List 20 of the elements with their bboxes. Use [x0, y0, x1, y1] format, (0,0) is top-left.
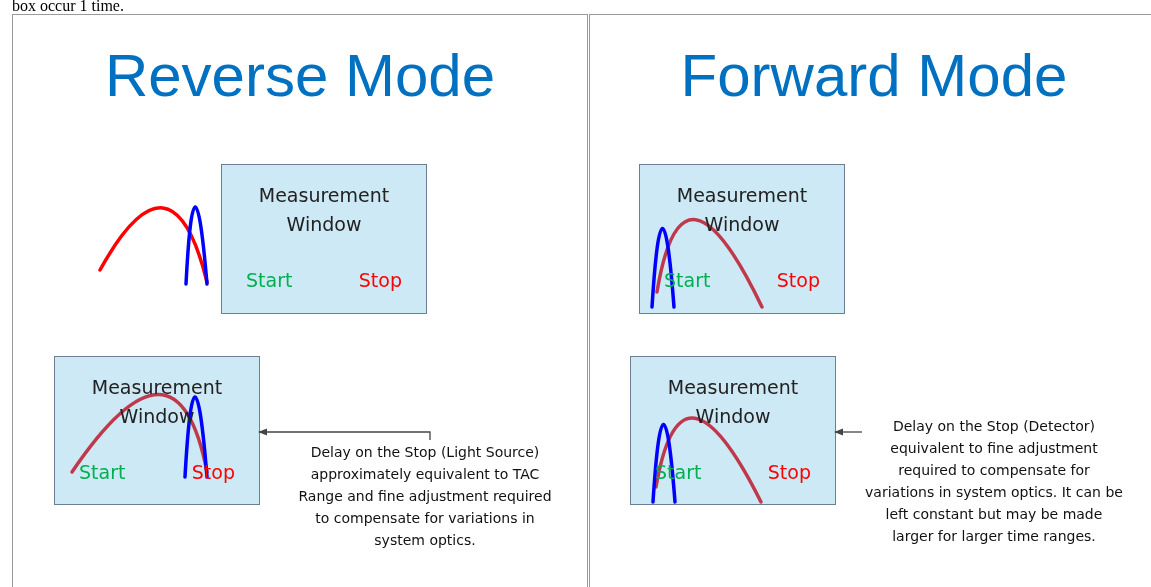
measurement-window-box — [630, 356, 836, 505]
window-heading: Measurement Window — [257, 183, 391, 237]
stop-marker-text: Stop — [776, 269, 820, 291]
window-heading: Measurement Window — [666, 375, 800, 429]
mode-title: Reverse Mode — [104, 41, 496, 110]
mode-panel — [12, 14, 588, 587]
stop-marker-text: Stop — [358, 269, 402, 291]
mode-panel — [589, 14, 1151, 587]
window-heading: Measurement Window — [675, 183, 809, 237]
measurement-window-box — [54, 356, 260, 505]
stop-marker-text: Stop — [767, 461, 811, 483]
note-text: Delay on the Stop (Light Source) approximately equivalent to TAC Range and fine adjustment required to compensate for variations in system optics. — [291, 441, 559, 556]
arrow — [834, 428, 863, 436]
heading-fragment-text: box occur 1 time. — [12, 0, 124, 14]
arrow — [258, 428, 431, 441]
measurement-window-box — [639, 164, 845, 314]
note-text: Delay on the Stop (Detector) equivalent to fine adjustment required to compensate for variations in system optics. It can be left constant but may be made larger for larger time ranges. — [863, 415, 1125, 550]
start-marker-text: Start — [246, 269, 293, 291]
start-marker-text: Start — [79, 461, 126, 483]
mode-title: Forward Mode — [680, 41, 1068, 110]
